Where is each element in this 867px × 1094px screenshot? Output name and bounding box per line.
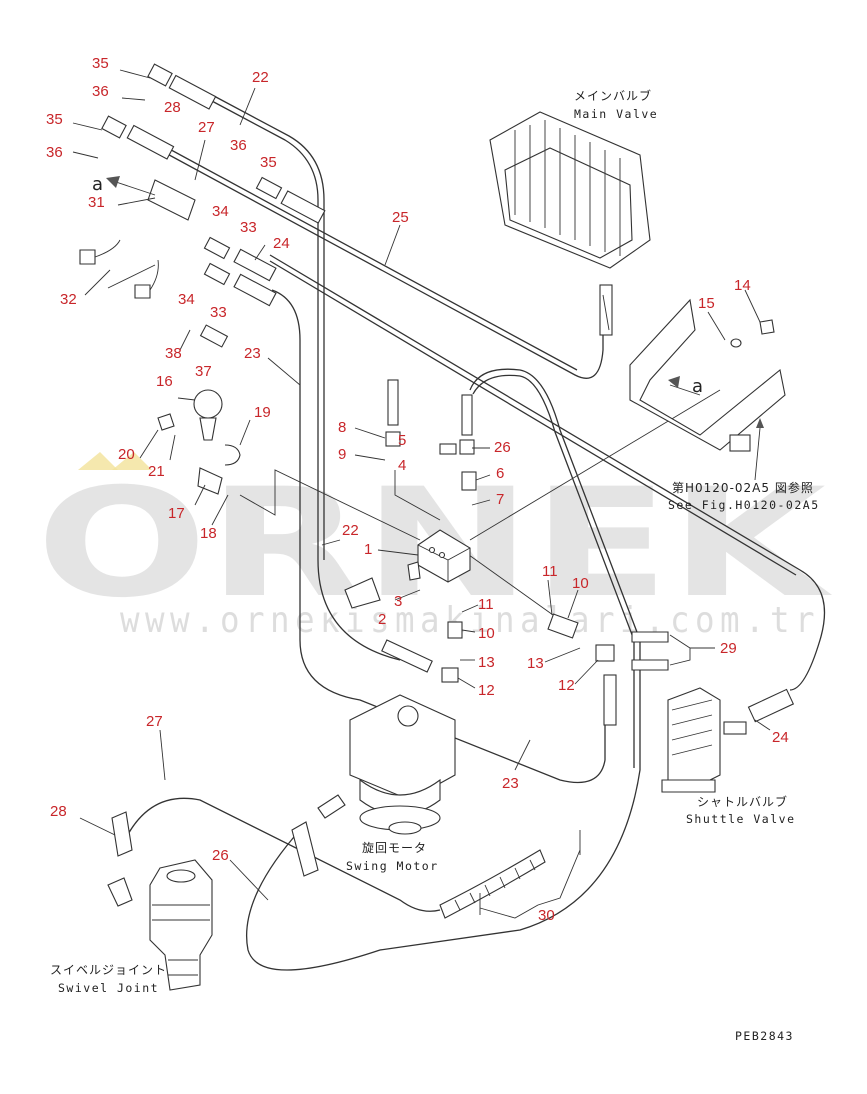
swing-motor-label-jp: 旋回モータ (362, 841, 427, 855)
callout-13: 13 (527, 655, 544, 672)
shuttle-valve (661, 687, 795, 793)
hoses (124, 95, 826, 971)
callout-16: 16 (156, 373, 173, 390)
shuttle-valve-label-en: Shuttle Valve (686, 812, 796, 826)
callout-33: 33 (240, 219, 257, 236)
callout-9: 9 (338, 446, 346, 463)
callout-36: 36 (46, 144, 63, 161)
callout-31: 31 (88, 194, 105, 211)
callout-14: 14 (734, 277, 751, 294)
swivel-joint-label-jp: スイベルジョイント (50, 963, 167, 977)
callout-35: 35 (46, 111, 63, 128)
callout-24: 24 (772, 729, 789, 746)
callout-13: 13 (478, 654, 495, 671)
callout-5: 5 (398, 432, 406, 449)
hose-24 (269, 254, 826, 691)
view-arrow-right-label: a (692, 376, 703, 397)
swing-motor-label-en: Swing Motor (346, 859, 439, 873)
callout-21: 21 (148, 463, 165, 480)
leader-block-to-7 (394, 470, 441, 521)
shuttle-valve-label-jp: シャトルバルブ (697, 794, 788, 809)
callout-10: 10 (572, 575, 589, 592)
callout-23: 23 (244, 345, 261, 362)
main-valve-label-jp: メインバルブ (574, 88, 652, 103)
callout-15: 15 (698, 295, 715, 312)
callout-22: 22 (252, 69, 269, 86)
swivel-joint (107, 811, 213, 991)
watermark-url: www.orneкismakinalari.com.tr (120, 600, 820, 641)
callout-29: 29 (720, 640, 737, 657)
callout-25: 25 (392, 209, 409, 226)
callout-18: 18 (200, 525, 217, 542)
callout-28: 28 (50, 803, 67, 820)
leader-block-right (454, 544, 561, 621)
leader-block-to-left (239, 469, 421, 541)
callout-17: 17 (168, 505, 185, 522)
callout-2: 2 (378, 611, 386, 628)
watermark-accent-shape (78, 452, 118, 470)
callout-38: 38 (165, 345, 182, 362)
callout-34: 34 (212, 203, 229, 220)
callout-10: 10 (478, 625, 495, 642)
callout-7: 7 (496, 491, 504, 508)
callout-20: 20 (118, 446, 135, 463)
callout-numbers: 35 36 28 22 35 27 36 36 35 31 34 33 25 2… (46, 55, 789, 924)
bracket-assembly (629, 298, 786, 452)
callout-24: 24 (273, 235, 290, 252)
hose-25-inner (161, 144, 578, 371)
swivel-joint-label-en: Swivel Joint (58, 981, 159, 995)
callout-27: 27 (146, 713, 163, 730)
callout-22: 22 (342, 522, 359, 539)
see-fig-label-jp: 第H0120-02A5 図参照 (672, 480, 814, 495)
component-labels: メインバルブ Main Valve 第H0120-02A5 図参照 See Fi… (50, 88, 820, 1043)
callout-11: 11 (542, 563, 558, 580)
callout-11: 11 (478, 596, 494, 613)
callout-37: 37 (195, 363, 212, 380)
callout-3: 3 (394, 593, 402, 610)
callout-27: 27 (198, 119, 215, 136)
callout-12: 12 (478, 682, 495, 699)
callout-23: 23 (502, 775, 519, 792)
hose-26-inner (472, 374, 635, 768)
fittings (79, 63, 669, 726)
hose-27 (124, 797, 441, 912)
callout-1: 1 (364, 541, 372, 558)
callout-4: 4 (398, 457, 406, 474)
view-arrow-left-label: a (92, 174, 103, 195)
hose-22 (209, 99, 401, 661)
callout-33: 33 (210, 304, 227, 321)
callout-35: 35 (260, 154, 277, 171)
callout-34: 34 (178, 291, 195, 308)
callout-30: 30 (538, 907, 555, 924)
callout-8: 8 (338, 419, 346, 436)
view-arrow-left-head (106, 176, 120, 188)
callout-28: 28 (164, 99, 181, 116)
hose-22-inner (213, 95, 325, 560)
swing-motor (291, 694, 456, 877)
see-fig-label-en: See Fig.H0120-02A5 (668, 498, 820, 512)
callout-35: 35 (92, 55, 109, 72)
hose-protector (439, 830, 581, 919)
junction-block (344, 529, 471, 609)
hose-23 (271, 289, 606, 784)
callout-19: 19 (254, 404, 271, 421)
callout-32: 32 (60, 291, 77, 308)
leader-block-to-valve (469, 389, 721, 541)
callout-26: 26 (494, 439, 511, 456)
main-valve (489, 111, 651, 336)
view-arrows: a a (92, 174, 703, 397)
hose-25 (159, 149, 604, 379)
callout-36: 36 (92, 83, 109, 100)
callout-12: 12 (558, 677, 575, 694)
callout-36: 36 (230, 137, 247, 154)
callout-leaders (72, 69, 771, 919)
hose-24-inner (269, 260, 797, 576)
watermark-accent-shape (112, 452, 152, 470)
callout-26: 26 (212, 847, 229, 864)
hose-26 (246, 368, 641, 971)
main-valve-label-en: Main Valve (574, 107, 658, 121)
callout-6: 6 (496, 465, 504, 482)
drawing-code: PEB2843 (735, 1029, 794, 1043)
